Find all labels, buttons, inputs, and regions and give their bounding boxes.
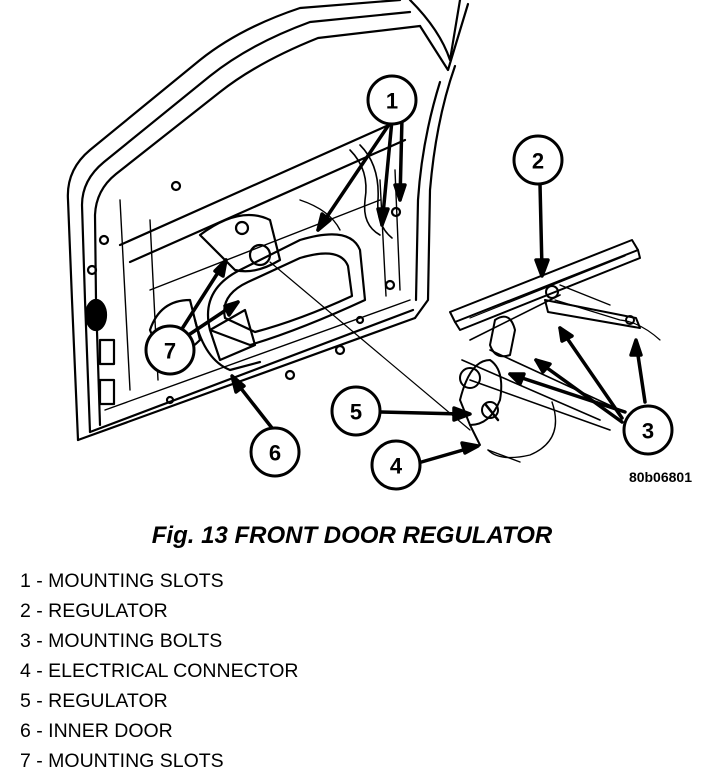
legend-item: 4 - ELECTRICAL CONNECTOR: [20, 660, 299, 682]
legend-item: 1 - MOUNTING SLOTS: [20, 570, 224, 592]
legend-item: 7 - MOUNTING SLOTS: [20, 750, 224, 772]
callout-arrows: [178, 116, 647, 465]
callout-6: [249, 426, 301, 478]
callout-3: [622, 404, 674, 456]
legend-item: 5 - REGULATOR: [20, 690, 168, 712]
legend-list: 1 - MOUNTING SLOTS 2 - REGULATOR 3 - MOU…: [20, 566, 298, 776]
callout-label-6: 6: [269, 441, 281, 466]
callout-label-2: 2: [532, 149, 544, 174]
callout-label-7: 7: [164, 339, 176, 364]
door-regulator-illustration: 1 2 3 4 5 6 7 80b06801: [66, 0, 692, 491]
inner-door-panel: [66, 0, 470, 442]
window-regulator-assembly: [269, 239, 661, 463]
legend-item: 3 - MOUNTING BOLTS: [20, 630, 223, 652]
callout-label-4: 4: [390, 454, 403, 479]
callout-label-5: 5: [350, 400, 362, 425]
figure-caption: Fig. 13 FRONT DOOR REGULATOR: [151, 522, 553, 549]
callout-5: [330, 385, 382, 437]
callout-label-3: 3: [642, 419, 654, 444]
callout-1: [366, 74, 418, 126]
callout-circles: [144, 74, 674, 491]
legend-item: 2 - REGULATOR: [20, 600, 168, 622]
figure-code: 80b06801: [629, 469, 692, 485]
callout-label-1: 1: [386, 89, 398, 114]
callout-4: [370, 439, 422, 491]
legend-item: 6 - INNER DOOR: [20, 720, 173, 742]
callout-2: [512, 134, 564, 186]
callout-7: [144, 324, 196, 376]
